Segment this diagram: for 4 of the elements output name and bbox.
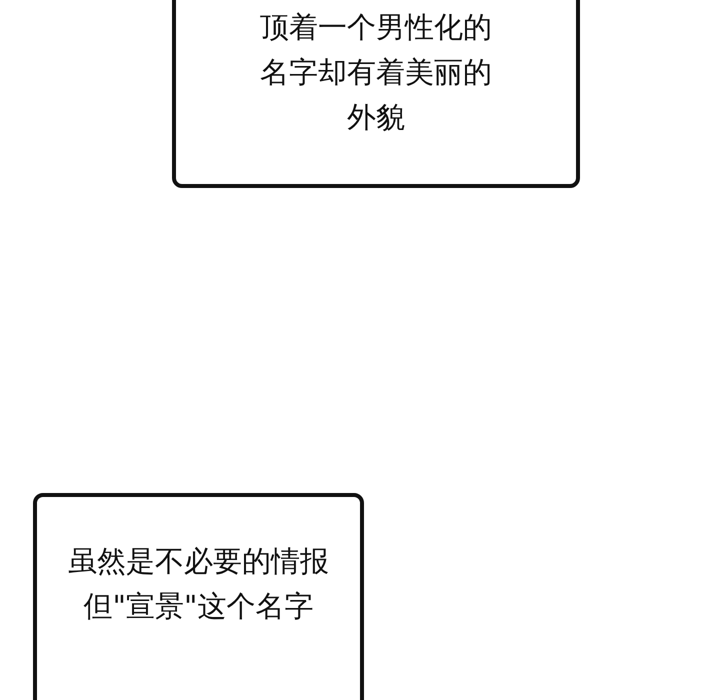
speech-box <box>33 493 364 700</box>
dialogue-text: 虽然是不必要的情报但"宣景"这个名字 <box>67 543 330 625</box>
speech-box <box>172 0 580 188</box>
dialogue-text: 顶着一个男性化的名字却有着美丽的外貌 <box>259 9 493 136</box>
